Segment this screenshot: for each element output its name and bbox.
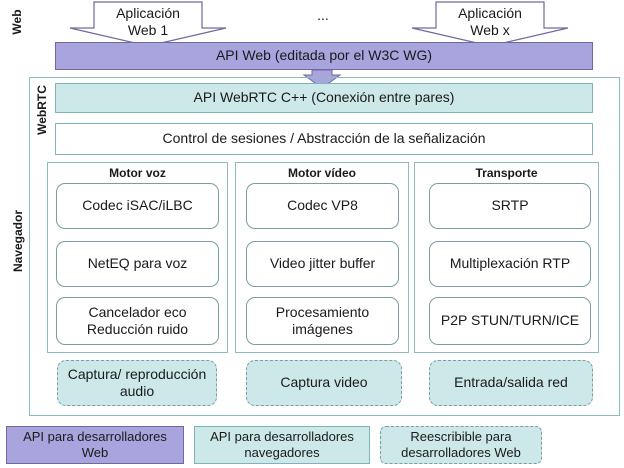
video-jitter-box: Video jitter buffer [246, 241, 399, 287]
panel-transport-title: Transporte [475, 165, 538, 180]
network-io-box: Entrada/salida red [429, 360, 593, 406]
api-web-down-arrow [302, 69, 342, 89]
panel-video-engine: Motor vídeo Codec VP8 Video jitter buffe… [235, 162, 409, 353]
legend-web-api: API para desarrolladores Web [6, 426, 184, 464]
label-navegador: Navegador [11, 209, 25, 273]
api-web-bar: API Web (editada por el W3C WG) [55, 42, 593, 70]
video-processing-box: Procesamiento imágenes [246, 297, 399, 345]
voice-echo-box: Cancelador eco Reducción ruido [56, 297, 219, 345]
app1-arrow [69, 1, 227, 47]
api-webrtc-bar: API WebRTC C++ (Conexión entre pares) [55, 83, 593, 113]
browser-container [29, 77, 620, 416]
apps-ellipsis: ... [317, 7, 329, 24]
capture-audio-box: Captura/ reproducción audio [57, 360, 217, 406]
label-web: Web [10, 9, 24, 35]
appx-label: Aplicación Web x [458, 4, 522, 39]
legend-rewritable: Reescribible para desarrolladores Web [380, 426, 542, 464]
capture-video-box: Captura video [246, 360, 402, 406]
session-control-bar: Control de sesiones / Abstracción de la … [55, 123, 593, 155]
voice-codec-box: Codec iSAC/iLBC [56, 183, 219, 229]
video-codec-box: Codec VP8 [246, 183, 399, 229]
panel-voice-engine: Motor voz Codec iSAC/iLBC NetEQ para voz… [47, 162, 228, 353]
voice-neteq-box: NetEQ para voz [56, 241, 219, 287]
panel-video-title: Motor vídeo [288, 165, 356, 180]
app1-label: Aplicación Web 1 [116, 4, 180, 39]
transport-rtp-box: Multiplexación RTP [429, 241, 591, 287]
appx-arrow [411, 1, 569, 47]
legend-browser-api: API para desarrolladores navegadores [194, 426, 370, 464]
transport-srtp-box: SRTP [429, 183, 591, 229]
panel-voice-title: Motor voz [109, 165, 166, 180]
transport-p2p-box: P2P STUN/TURN/ICE [429, 297, 591, 345]
panel-transport: Transporte SRTP Multiplexación RTP P2P S… [414, 162, 599, 353]
